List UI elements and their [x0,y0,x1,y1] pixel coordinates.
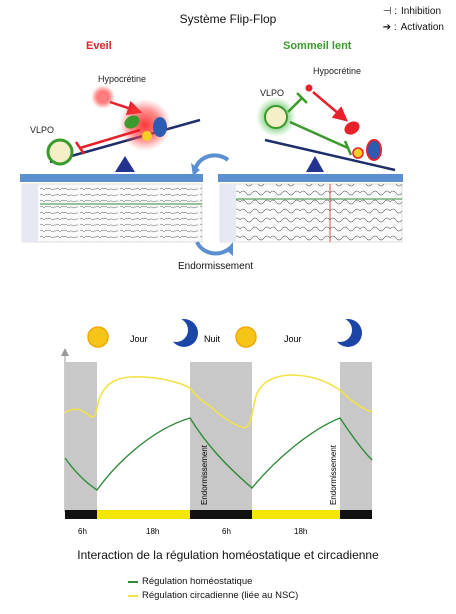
moon-icon [328,318,362,347]
period-label-jour-2: Jour [284,334,302,344]
night-band [65,362,97,510]
fulcrum-left [115,156,135,172]
sun-icon [87,326,109,348]
sleep-segment [65,510,97,519]
page-title: Système Flip-Flop [179,12,277,26]
vlpo-neuron-right [264,105,288,129]
activation-arrow-right [312,91,348,122]
sun-icon [235,326,257,348]
homeostatic-swatch-icon [128,581,138,583]
duration-label: 18h [294,527,307,536]
timeline-chart: Jour Nuit Jour 6h 18h 6h 18h Endormissem… [61,318,373,536]
state-label-sleep: Sommeil lent [283,40,352,52]
legend-circadian-label: Régulation circadienne (liée au NSC) [142,590,299,601]
vlpo-neuron-left [46,138,74,166]
activation-arrow-icon: ➔ : [382,22,397,33]
transition-label: Endormissement [178,261,254,272]
moon-icon [164,318,198,347]
legend-activation: ➔ : Activation [383,20,444,36]
period-label-jour-1: Jour [130,334,148,344]
fulcrum-right [306,156,324,172]
flip-flop-diagram [20,84,403,256]
sleep-segment [190,510,252,519]
legend-circadian: Régulation circadienne (liée au NSC) [128,589,298,603]
circadian-swatch-icon [128,595,138,597]
night-band [190,362,252,510]
duration-label: 6h [222,527,231,536]
sleep-segment [340,510,372,519]
inhibition-icon: ⊣ : [382,6,397,17]
transition-cycle-icon [191,153,233,256]
legend-homeostatic: Régulation homéostatique [128,575,298,589]
hypocretine-neuron-right [305,84,313,92]
period-label-nuit: Nuit [204,334,221,344]
symbol-legend: ⊣ : Inhibition ➔ : Activation [383,4,444,36]
hypocretine-label-right: Hypocrétine [313,66,362,76]
duration-label: 6h [78,527,87,536]
wake-segment [252,510,340,519]
legend-inhibition-label: Inhibition [400,6,442,17]
seesaw-right [264,138,396,172]
vlpo-label-left: VLPO [30,125,55,135]
vlpo-label-right: VLPO [260,88,285,98]
sleep-onset-label: Endormissement [329,444,338,505]
homeostatic-curve [64,417,373,491]
inhibition-line-right [289,120,349,150]
figure-caption: Interaction de la régulation homéostatiq… [77,548,379,562]
circadian-curve [64,374,373,429]
wake-segment [97,510,190,519]
curve-legend: Régulation homéostatique Régulation circ… [128,575,298,603]
wake-nuclei-glow [119,99,171,151]
duration-label: 18h [146,527,159,536]
eeg-bar-left [20,174,203,182]
inhibition-line-left [79,128,141,150]
legend-inhibition: ⊣ : Inhibition [383,4,444,20]
eeg-bar-right [218,174,403,182]
flip-flop-wake [20,85,203,243]
hypocretine-label-left: Hypocrétine [98,74,147,84]
legend-activation-label: Activation [400,22,444,33]
sleep-onset-label: Endormissement [200,444,209,505]
legend-homeostatic-label: Régulation homéostatique [142,576,253,587]
state-label-wake: Eveil [86,40,112,52]
night-band [340,362,372,510]
flip-flop-sleep [218,84,403,243]
